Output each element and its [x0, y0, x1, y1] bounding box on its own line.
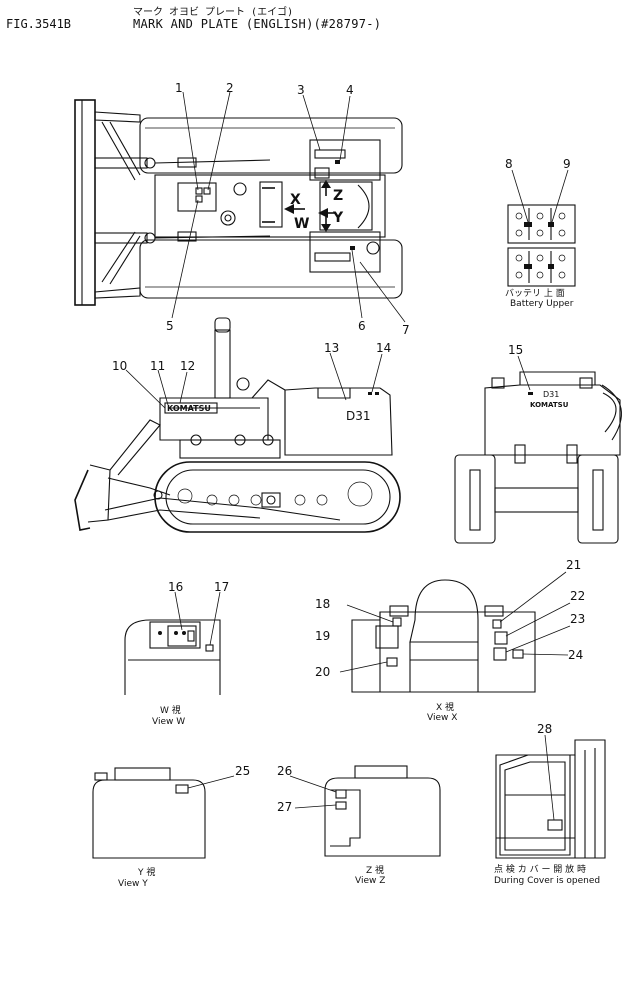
top-view: X W Z Y: [74, 91, 406, 323]
callout-5: 5: [166, 319, 174, 333]
callout-3: 3: [297, 83, 305, 97]
rear-view: D31 KOMATSU: [454, 355, 622, 544]
view-marker-z: Z: [333, 188, 343, 204]
callout-23: 23: [570, 612, 585, 626]
view-y: Y 視 View Y: [92, 767, 235, 889]
callout-numbers: 1 2 3 4 5 6 7 8 9 10 11 12 13 14 15 16 1…: [112, 81, 585, 814]
callout-14: 14: [376, 341, 391, 355]
callout-15: 15: [508, 343, 523, 357]
callout-4: 4: [346, 83, 354, 97]
callout-11: 11: [150, 359, 165, 373]
callout-20: 20: [315, 665, 330, 679]
view-z: Z 視 View Z: [289, 765, 441, 886]
side-view: D31 KOMATSU: [74, 317, 401, 533]
caption-view-y-en: View Y: [118, 879, 148, 889]
caption-battery-en: Battery Upper: [510, 299, 574, 309]
caption-view-x-en: View X: [427, 713, 457, 723]
callout-26: 26: [277, 764, 292, 778]
callout-19: 19: [315, 629, 330, 643]
model-label-rear: D31: [543, 390, 559, 399]
title-japanese: マーク オヨビ プレート (エイゴ): [133, 7, 294, 18]
model-label-side: D31: [346, 409, 371, 423]
callout-22: 22: [570, 589, 585, 603]
caption-view-z-jp: Z 視: [366, 864, 384, 876]
callout-9: 9: [563, 157, 571, 171]
caption-view-w-jp: W 視: [160, 704, 181, 716]
caption-view-w-en: View W: [152, 717, 185, 727]
caption-view-y-jp: Y 視: [137, 866, 155, 878]
caption-cover-jp: 点 検 カ バ ー 開 放 時: [494, 863, 586, 875]
brand-label-side: KOMATSU: [167, 404, 211, 413]
callout-10: 10: [112, 359, 127, 373]
callout-7: 7: [402, 323, 410, 337]
view-w: W 視 View W: [124, 591, 221, 727]
callout-28: 28: [537, 722, 552, 736]
cover-open-view: 点 検 カ バ ー 開 放 時 During Cover is opened: [494, 734, 606, 886]
view-x: X 視 View X: [339, 571, 571, 723]
callout-24: 24: [568, 648, 583, 662]
header: FIG.3541B マーク オヨビ プレート (エイゴ) MARK AND PL…: [0, 0, 633, 40]
caption-battery-jp: バッテリ 上 面: [505, 288, 565, 299]
callout-12: 12: [180, 359, 195, 373]
blade-top: [74, 99, 96, 306]
callout-17: 17: [214, 580, 229, 594]
view-marker-y: Y: [332, 210, 344, 226]
callout-6: 6: [358, 319, 366, 333]
title-english: MARK AND PLATE (ENGLISH)(#28797-): [133, 17, 382, 31]
figure-number: FIG.3541B: [6, 17, 72, 31]
callout-1: 1: [175, 81, 183, 95]
battery-view: バッテリ 上 面 Battery Upper: [505, 169, 576, 309]
callout-13: 13: [324, 341, 339, 355]
callout-8: 8: [505, 157, 513, 171]
callout-18: 18: [315, 597, 330, 611]
caption-view-z-en: View Z: [355, 876, 385, 886]
callout-2: 2: [226, 81, 234, 95]
callout-21: 21: [566, 558, 581, 572]
view-marker-x: X: [290, 192, 301, 208]
callout-25: 25: [235, 764, 250, 778]
callout-16: 16: [168, 580, 183, 594]
callout-27: 27: [277, 800, 292, 814]
brand-label-rear: KOMATSU: [530, 401, 569, 409]
caption-cover-en: During Cover is opened: [494, 876, 600, 886]
caption-view-x-jp: X 視: [436, 701, 454, 713]
view-marker-w: W: [294, 216, 309, 232]
